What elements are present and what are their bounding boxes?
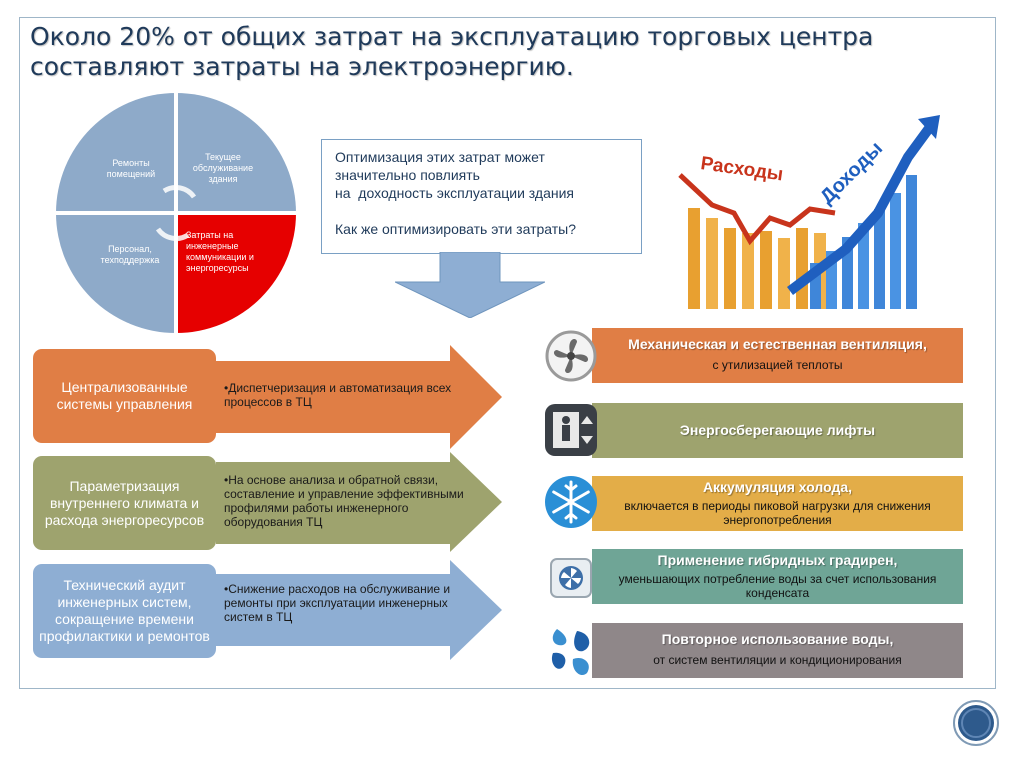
- cooling-towers-sub: уменьшающих потребление воды за счет исп…: [618, 572, 937, 600]
- cycle-arrows-icon: [155, 185, 197, 241]
- elevator-icon: [545, 404, 597, 456]
- fan-icon: [545, 330, 597, 382]
- right-bar-ventilation: Механическая и естественная вентиляция, …: [592, 328, 963, 383]
- arrow-climate: [216, 452, 502, 552]
- water-reuse-heading: Повторное использование воды,: [661, 631, 894, 647]
- right-bar-cold-storage: Аккумуляция холода, включается в периоды…: [592, 476, 963, 531]
- text-audit: •Снижение расходов на обслуживание и рем…: [224, 582, 451, 624]
- callout-line-1: Оптимизация этих затрат может: [335, 149, 545, 165]
- slide-title: Около 20% от общих затрат на эксплуатаци…: [30, 22, 874, 81]
- text-central-control: •Диспетчеризация и автоматизация всех пр…: [224, 381, 452, 409]
- water-icon: [551, 629, 590, 676]
- cooling-towers-heading: Применение гибридных градирен,: [657, 552, 898, 568]
- blue-bars: [810, 175, 917, 309]
- cold-storage-heading: Аккумуляция холода,: [702, 479, 853, 495]
- cost-pie-diagram: [56, 93, 296, 333]
- income-arrow-head: [918, 115, 940, 139]
- expenses-line: [678, 173, 836, 246]
- arrow-central-control: [216, 345, 502, 449]
- right-bar-elevators: Энергосберегающие лифты: [592, 403, 963, 458]
- down-arrow: [395, 252, 545, 318]
- pie-segment-maintenance: [176, 93, 296, 213]
- right-bar-water-reuse: Повторное использование воды, от систем …: [592, 623, 963, 678]
- income-arrow-line: [787, 124, 935, 295]
- pie-label-maintenance: Текущее обслуживание здания: [192, 152, 254, 184]
- callout-line-2: значительно повлиять: [335, 167, 480, 183]
- cooling-tower-icon: [550, 558, 592, 598]
- cold-storage-sub: включается в периоды пиковой нагрузки дл…: [624, 499, 931, 527]
- pie-label-staff: Персонал, техподдержка: [100, 244, 160, 265]
- pie-segment-energy: [176, 213, 296, 333]
- pie-label-energy: Затраты на инженерные коммуникации и эне…: [186, 230, 254, 273]
- optimization-callout: Оптимизация этих затрат может значительн…: [321, 139, 642, 254]
- elevators-heading: Энергосберегающие лифты: [679, 422, 876, 438]
- pie-segment-staff: [56, 213, 176, 333]
- ventilation-heading: Механическая и естественная вентиляция,: [628, 336, 927, 352]
- left-box-climate: Параметризация внутреннего климата и рас…: [33, 456, 216, 550]
- orange-bars: [688, 208, 826, 309]
- water-reuse-sub: от систем вентиляции и кондиционирования: [653, 653, 902, 667]
- pie-label-repairs: Ремонты помещений: [106, 158, 156, 179]
- right-bar-cooling-towers: Применение гибридных градирен, уменьшающ…: [592, 549, 963, 604]
- pie-segment-repairs: [56, 93, 176, 213]
- snowflake-icon: [545, 476, 597, 528]
- callout-question: Как же оптимизировать эти затраты?: [335, 221, 577, 237]
- slide-nav-button[interactable]: [953, 700, 999, 746]
- arrow-audit: [216, 560, 502, 660]
- left-box-central-control: Централизованные системы управления: [33, 349, 216, 443]
- left-box-audit: Технический аудит инженерных систем, сок…: [33, 564, 216, 658]
- ventilation-sub: с утилизацией теплоты: [712, 358, 843, 372]
- text-climate: •На основе анализа и обратной связи, сос…: [224, 473, 464, 529]
- expenses-income-illustration: Расходы Доходы: [650, 113, 962, 309]
- slide-frame: [19, 17, 996, 689]
- callout-line-3: на доходность эксплуатации здания: [335, 185, 574, 201]
